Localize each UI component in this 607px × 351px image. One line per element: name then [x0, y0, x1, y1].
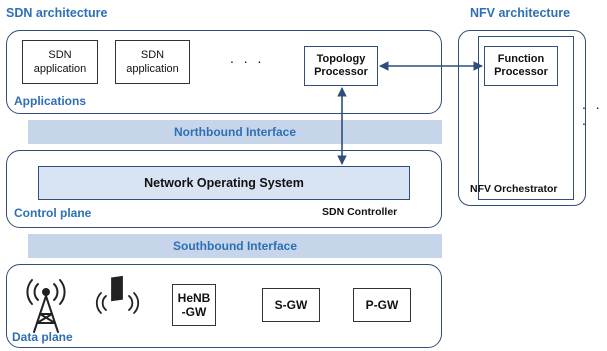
henb-gw-line2: -GW [181, 305, 207, 319]
wireless-access-point-icon [95, 275, 140, 314]
applications-ellipsis: . . . [230, 50, 265, 66]
nfv-architecture-title: NFV architecture [470, 6, 571, 20]
nfv-side-ellipsis: . . . [582, 96, 603, 128]
sdn-application-2-line1: SDN [140, 49, 165, 61]
henb-gw-line1: HeNB [177, 291, 211, 305]
sdn-application-2: SDN application [115, 40, 190, 84]
northbound-interface-band: Northbound Interface [28, 120, 442, 144]
s-gw-box: S-GW [262, 288, 320, 322]
henb-gw-box: HeNB-GW [172, 284, 216, 326]
sdn-architecture-title: SDN architecture [6, 6, 108, 20]
cell-tower-icon [26, 279, 66, 333]
control-plane-label: Control plane [14, 206, 92, 220]
function-processor-line1: Function [497, 53, 545, 65]
southbound-interface-band: Southbound Interface [28, 234, 442, 258]
applications-label: Applications [14, 94, 87, 108]
topology-processor-line1: Topology [316, 53, 366, 65]
function-processor-line2: Processor [494, 66, 548, 78]
sdn-application-1-line2: application [33, 63, 87, 75]
p-gw-box: P-GW [353, 288, 411, 322]
sdn-application-1-line1: SDN [48, 49, 72, 61]
sdn-controller-label: SDN Controller [322, 206, 398, 218]
nfv-orchestrator-label: NFV Orchestrator [470, 183, 558, 195]
sdn-application-1: SDN application [22, 40, 98, 84]
network-operating-system: Network Operating System [38, 166, 410, 200]
topology-processor-line2: Processor [314, 66, 368, 78]
sdn-application-2-line2: application [126, 63, 179, 75]
data-plane-label: Data plane [12, 330, 73, 344]
